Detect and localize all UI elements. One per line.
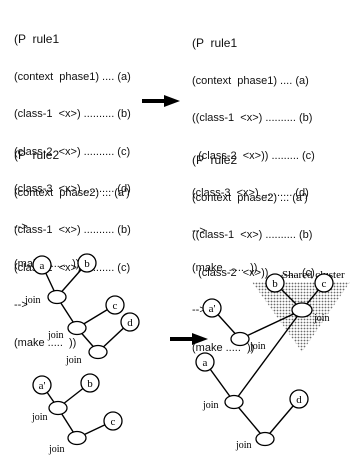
rule-line: (class-1 <x>) .......... (b) <box>14 108 131 120</box>
rule2-after: (P rule2 (context phase2) ... (a') ((cla… <box>192 129 315 367</box>
shared-join-node <box>291 302 313 318</box>
node-a-prime <box>202 298 222 318</box>
rule-line: ((class-1 <x>) .......... (b) <box>192 112 313 124</box>
join-node <box>230 331 250 347</box>
join-label: join <box>313 313 330 324</box>
rule-head: (P rule2 <box>192 153 238 167</box>
join-node <box>255 431 275 447</box>
transform-arrow-bottom <box>170 333 208 345</box>
rule-line: (context phase2) ... (a') <box>192 191 308 204</box>
join-node <box>48 400 68 416</box>
rule-line: (context phase1) .... (a) <box>192 74 309 87</box>
rule-line: --> <box>14 220 28 233</box>
join-label: join <box>249 341 266 352</box>
node-c <box>105 295 125 315</box>
node-c-label: c <box>111 416 116 428</box>
rule-head: (P rule2 <box>14 148 60 162</box>
rule-line: (class-2 <x>) .......... (c) <box>14 145 131 158</box>
node-a-prime-label: a' <box>209 303 216 315</box>
rule-line: (class-1 <x>) .......... (b) <box>14 224 131 236</box>
rule-line: (class-2 <x>)) ......... (c) <box>192 149 315 162</box>
node-d-label: d <box>296 394 302 406</box>
node-c-label: c <box>113 300 118 312</box>
join-label: join <box>48 444 65 455</box>
node-a <box>195 352 215 372</box>
rule-line: (context phase1) .... (a) <box>14 70 131 83</box>
node-c <box>314 273 334 293</box>
rule-line: (class-3 <x>) .......... (d) <box>192 187 309 199</box>
join-label: join <box>235 440 252 451</box>
join-label: join <box>202 400 219 411</box>
join-node <box>67 430 87 446</box>
join-label: join <box>47 330 64 341</box>
rule1-before: (P rule1 (context phase1) .... (a) (clas… <box>14 8 131 283</box>
join-node <box>67 320 87 336</box>
node-a-label: a <box>40 260 45 272</box>
join-node <box>224 394 244 410</box>
node-a-prime-label: a' <box>39 380 46 392</box>
node-c-label: c <box>322 278 327 290</box>
rule-line: (context phase2) ... (a') <box>14 186 130 199</box>
join-label: join <box>31 412 48 423</box>
node-a-prime <box>32 375 52 395</box>
rule1-after: (P rule1 (context phase1) .... (a) ((cla… <box>192 12 315 287</box>
join-label: join <box>24 295 41 306</box>
node-c <box>103 411 123 431</box>
node-b-label: b <box>87 378 93 390</box>
rule-line: (make ..... )) <box>14 336 77 349</box>
rule-line: (class-3 <x>) .......... (d) <box>14 183 131 195</box>
join-node <box>88 344 108 360</box>
node-b <box>77 253 97 273</box>
node-b-label: b <box>84 258 90 270</box>
rule-line: --> <box>192 304 206 316</box>
rule-head: (P rule1 <box>14 32 60 46</box>
node-d-label: d <box>127 317 133 329</box>
join-label: join <box>65 355 82 366</box>
node-b-label: b <box>272 278 278 290</box>
join-node <box>47 289 67 305</box>
rule-line: ((class-1 <x>) .......... (b) <box>192 229 313 241</box>
node-a <box>32 255 52 275</box>
node-a-label: a <box>203 357 208 369</box>
node-d <box>289 389 309 409</box>
node-b <box>265 273 285 293</box>
transform-arrow-top <box>142 95 180 107</box>
node-b <box>80 373 100 393</box>
rule-head: (P rule1 <box>192 36 238 50</box>
shared-cluster-label: Shared cluster <box>282 269 345 281</box>
rule-line: (make ..... )) <box>192 262 258 274</box>
rule-line: --> <box>14 299 28 311</box>
rule-line: --> <box>192 224 206 237</box>
node-d <box>120 312 140 332</box>
